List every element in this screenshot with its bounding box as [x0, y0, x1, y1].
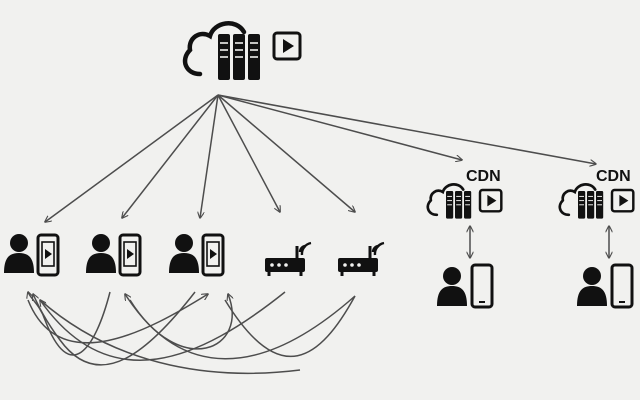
p2p-arrow-5	[27, 294, 208, 344]
phone-play-icon	[201, 233, 225, 277]
peer-router-2	[336, 241, 386, 278]
phone-icon	[610, 263, 634, 309]
video-play-icon	[610, 188, 635, 213]
peer-user-2	[86, 233, 142, 277]
origin-cloud-server	[185, 23, 302, 81]
server-rack-icon	[577, 190, 604, 220]
origin-distribution-arrows	[45, 94, 596, 222]
arrow-origin-to-cdn-right	[217, 94, 596, 164]
server-rack-icon	[445, 190, 472, 220]
arrow-origin-to-peer-1	[45, 94, 219, 222]
p2p-arrow-2	[33, 291, 196, 366]
p2p-arrow-3	[40, 291, 286, 361]
peer-user-1	[4, 233, 60, 277]
router-icon	[263, 241, 313, 278]
person-icon	[4, 234, 34, 273]
p2p-exchange-arrows	[27, 291, 356, 374]
arrow-origin-to-cdn-left	[217, 94, 462, 160]
arrow-origin-to-router-2	[217, 94, 355, 212]
phone-play-icon	[36, 233, 60, 277]
person-icon	[577, 267, 607, 306]
person-icon	[437, 267, 467, 306]
phone-icon	[470, 263, 494, 309]
video-play-icon	[272, 31, 302, 61]
person-icon	[169, 234, 199, 273]
cdn-node-left: CDN	[426, 168, 503, 220]
p2p-arrow-6	[129, 294, 232, 350]
arrow-origin-to-router-1	[217, 94, 280, 212]
person-icon	[86, 234, 116, 273]
cdn-right-client	[577, 263, 634, 309]
peer-router-1	[263, 241, 313, 278]
cdn-node-right: CDN	[558, 168, 635, 220]
p2p-arrow-4	[125, 294, 356, 360]
arrow-origin-to-peer-3	[200, 94, 219, 218]
p2p-arrow-7	[224, 295, 356, 358]
router-icon	[336, 241, 386, 278]
peer-user-3	[169, 233, 225, 277]
phone-play-icon	[118, 233, 142, 277]
cdn-right-label: CDN	[596, 168, 631, 185]
video-play-icon	[478, 188, 503, 213]
arrow-origin-to-peer-2	[122, 94, 219, 218]
server-rack-icon	[217, 33, 261, 81]
cdn-left-client	[437, 263, 494, 309]
p2p-arrow-8	[39, 299, 301, 374]
cdn-left-label: CDN	[466, 168, 501, 185]
